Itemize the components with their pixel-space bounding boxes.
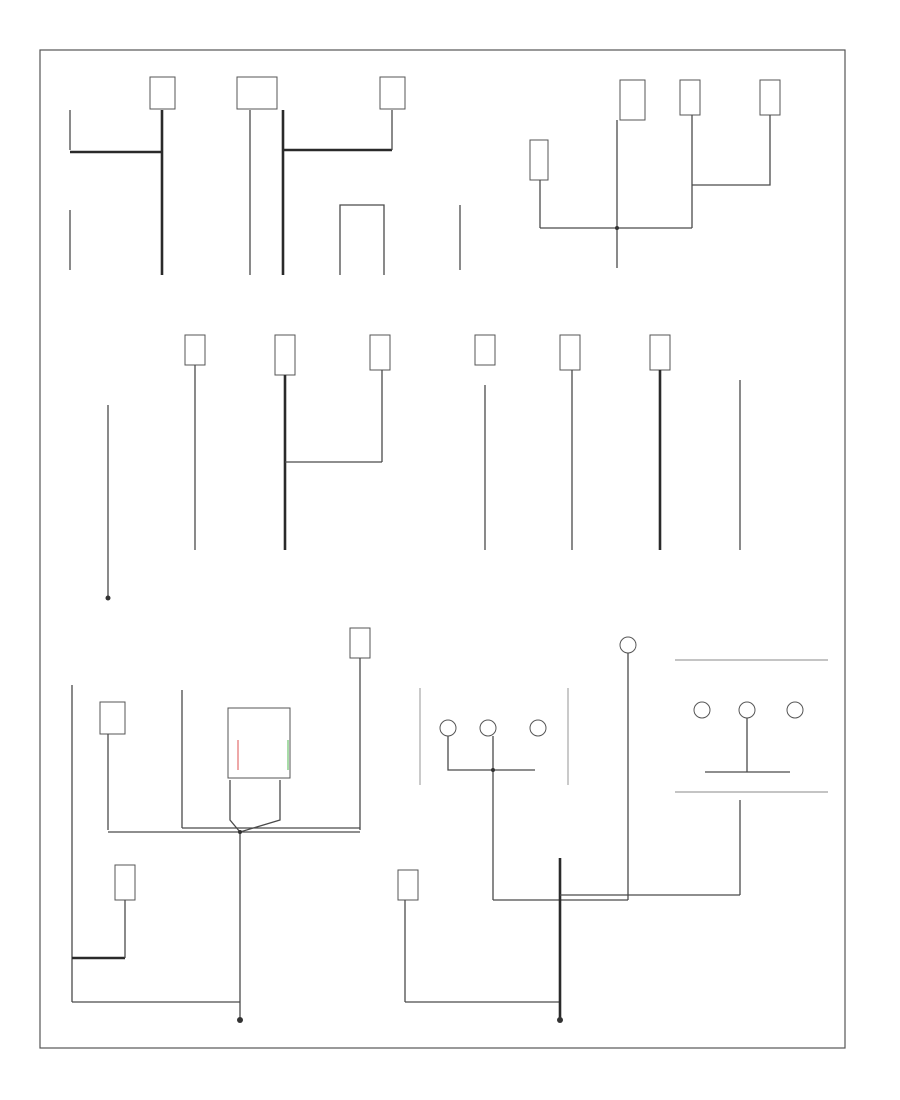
component-box <box>474 334 496 366</box>
component-box <box>369 334 391 371</box>
bottom-center-circuits <box>397 636 637 1023</box>
bottom-right-circuits <box>560 659 828 896</box>
component-box <box>679 79 701 116</box>
component-box <box>99 701 126 735</box>
component-box <box>149 76 176 110</box>
component-box <box>227 707 291 779</box>
diagram-frame <box>39 49 846 1049</box>
component-box <box>114 864 136 901</box>
component-box <box>559 334 581 371</box>
top-row-circuits <box>69 76 781 275</box>
component-box <box>649 334 671 371</box>
component-box <box>349 627 371 659</box>
bottom-left-circuits <box>71 627 371 1023</box>
component-box <box>379 76 406 110</box>
component-box <box>529 139 549 181</box>
middle-row-circuits <box>105 334 741 601</box>
component-box <box>619 79 646 121</box>
component-box <box>184 334 206 366</box>
component-box <box>397 869 419 901</box>
component-box <box>274 334 296 376</box>
component-box <box>236 76 278 110</box>
component-box <box>759 79 781 116</box>
